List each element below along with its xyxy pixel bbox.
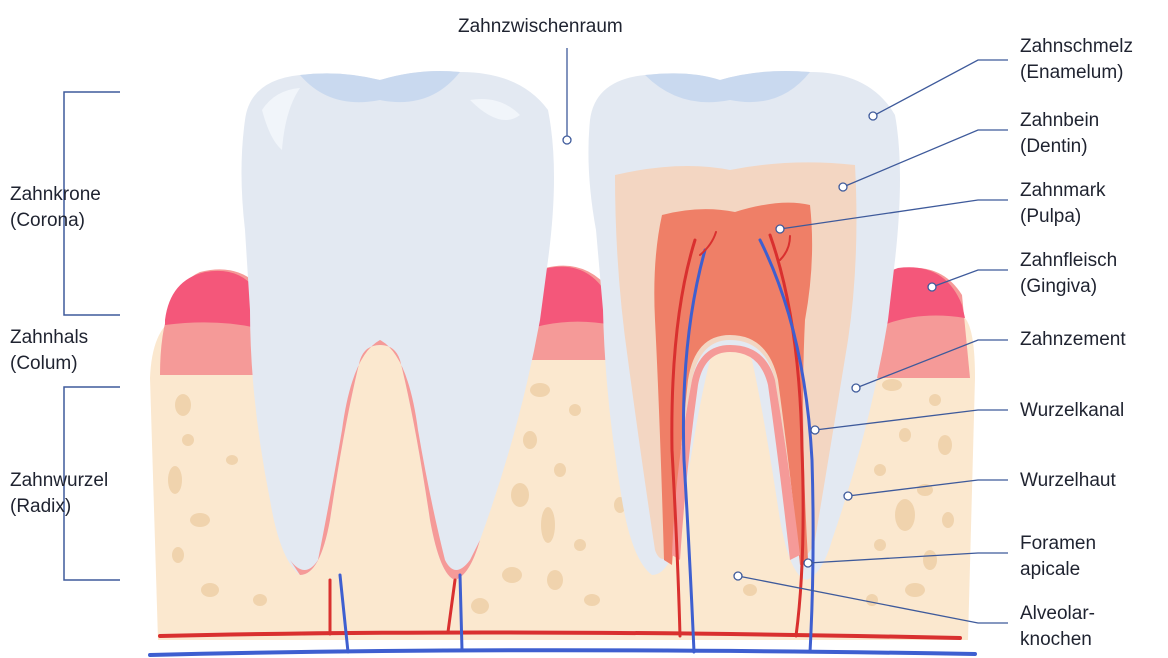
- label-line: Zahnwurzel: [10, 468, 108, 494]
- label-line: Wurzelhaut: [1020, 468, 1116, 494]
- label-line: Alveolar-: [1020, 601, 1095, 627]
- label-line: Zahnbein: [1020, 108, 1099, 134]
- label-line: Zahnfleisch: [1020, 248, 1117, 274]
- label-alveolar-bone: Alveolar- knochen: [1020, 601, 1095, 653]
- label-line: (Enamelum): [1020, 60, 1133, 86]
- label-foramen: Foramen apicale: [1020, 531, 1096, 583]
- label-periodontium: Wurzelhaut: [1020, 468, 1116, 494]
- label-root-canal: Wurzelkanal: [1020, 398, 1124, 424]
- label-line: Foramen: [1020, 531, 1096, 557]
- label-line: Zahnhals: [10, 325, 88, 351]
- label-neck: Zahnhals (Colum): [10, 325, 88, 377]
- label-line: apicale: [1020, 557, 1096, 583]
- label-line: (Corona): [10, 208, 101, 234]
- label-line: (Colum): [10, 351, 88, 377]
- label-line: (Dentin): [1020, 134, 1099, 160]
- label-enamel: Zahnschmelz (Enamelum): [1020, 34, 1133, 86]
- label-gingiva: Zahnfleisch (Gingiva): [1020, 248, 1117, 300]
- label-line: knochen: [1020, 627, 1095, 653]
- label-line: Zahnzement: [1020, 327, 1126, 353]
- label-line: (Pulpa): [1020, 204, 1106, 230]
- label-line: Zahnkrone: [10, 182, 101, 208]
- label-line: Zahnmark: [1020, 178, 1106, 204]
- label-dentin: Zahnbein (Dentin): [1020, 108, 1099, 160]
- label-line: (Gingiva): [1020, 274, 1117, 300]
- label-line: Wurzelkanal: [1020, 398, 1124, 424]
- label-cementum: Zahnzement: [1020, 327, 1126, 353]
- label-pulp: Zahnmark (Pulpa): [1020, 178, 1106, 230]
- label-line: Zahnschmelz: [1020, 34, 1133, 60]
- label-crown: Zahnkrone (Corona): [10, 182, 101, 234]
- label-line: Zahnzwischenraum: [458, 14, 623, 40]
- label-interdental-space: Zahnzwischenraum: [458, 14, 623, 40]
- label-line: (Radix): [10, 494, 108, 520]
- label-root: Zahnwurzel (Radix): [10, 468, 108, 520]
